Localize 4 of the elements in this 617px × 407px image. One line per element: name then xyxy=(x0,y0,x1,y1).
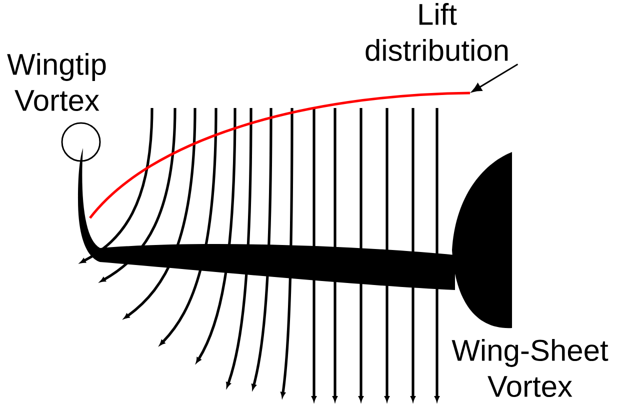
text-label: Wing-Sheet Vortex xyxy=(452,339,608,398)
leader-line xyxy=(472,64,518,92)
text-label: Wingtip Vortex xyxy=(7,52,106,112)
text-label: Lift distribution xyxy=(366,2,508,62)
